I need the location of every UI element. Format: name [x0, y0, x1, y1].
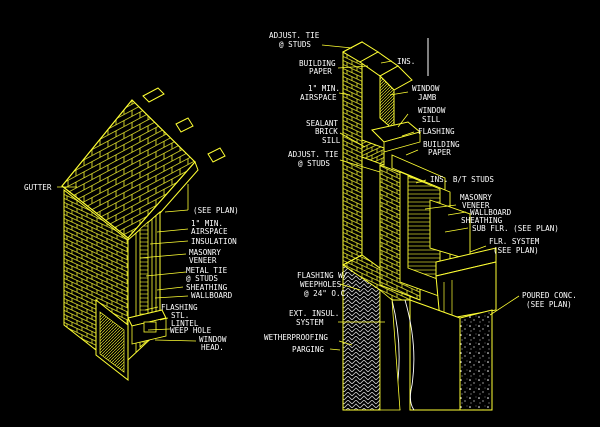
label-airspace-line1: 1" MIN. — [191, 219, 223, 228]
label-adjust-tie-mid-line2: @ STUDS — [298, 159, 330, 168]
label-airspace-right-line2: AIRSPACE — [300, 93, 337, 102]
right-wall-detail — [341, 38, 497, 411]
label-sealant-line3: SILL — [322, 136, 341, 145]
label-flashing-weep-line2: WEEPHOLES — [300, 280, 342, 289]
label-flashing-weep-line1: FLASHING W/ — [297, 271, 347, 280]
left-wall-detail — [61, 87, 226, 382]
label-window-jamb-line2: JAMB — [418, 93, 437, 102]
label-masonry-right-line1: MASONRY — [460, 193, 492, 202]
label-adjust-tie-top-line2: @ STUDS — [279, 40, 311, 49]
label-building-paper-top-line1: BUILDING — [299, 59, 336, 68]
label-flashing-weep-line3: @ 24" O.C. — [304, 289, 350, 298]
label-wallboard-right: WALLBOARD — [470, 208, 512, 217]
label-flr-system-line1: FLR. SYSTEM — [489, 237, 540, 246]
right-leaders — [321, 44, 520, 351]
label-metal-tie-line1: METAL TIE — [186, 266, 228, 275]
label-sheathing-right: SHEATHING — [461, 216, 503, 225]
label-sub-flr: SUB FLR. (SEE PLAN) — [472, 224, 559, 233]
label-weep-hole: WEEP HOLE — [170, 326, 212, 335]
label-flashing: FLASHING — [161, 303, 198, 312]
label-airspace-right-line1: 1" MIN. — [308, 84, 340, 93]
label-sealant-line2: BRICK — [315, 127, 338, 136]
label-sheathing: SHEATHING — [186, 283, 228, 292]
left-leaders — [57, 184, 197, 342]
label-poured-conc-line1: POURED CONC. — [522, 291, 577, 300]
label-metal-tie-line2: @ STUDS — [186, 274, 218, 283]
label-window-sill-line2: SILL — [422, 115, 441, 124]
label-flashing-top: FLASHING — [418, 127, 455, 136]
label-flr-system-line2: (SEE PLAN) — [493, 246, 539, 255]
label-ext-insul-line1: EXT. INSUL. — [289, 309, 339, 318]
roof-purlins — [142, 87, 226, 163]
label-building-paper-mid-line1: BUILDING — [423, 140, 460, 149]
label-sealant-line1: SEALANT — [306, 119, 338, 128]
label-window-sill-line1: WINDOW — [418, 106, 446, 115]
right-labels: ADJUST. TIE @ STUDS BUILDING PAPER INS. … — [264, 31, 577, 354]
right-foundation-wall — [409, 299, 461, 411]
label-wetherproofing: WETHERPROOFING — [264, 333, 328, 342]
label-masonry-line1: MASONRY — [189, 248, 221, 257]
label-wallboard: WALLBOARD — [191, 291, 233, 300]
label-adjust-tie-mid-line1: ADJUST. TIE — [288, 150, 339, 159]
label-masonry-line2: VENEER — [189, 256, 217, 265]
right-masonry-veneer — [342, 41, 363, 266]
label-insulation: INSULATION — [191, 237, 237, 246]
label-building-paper-top-line2: PAPER — [309, 67, 332, 76]
label-lintel-line2: LINTEL — [171, 319, 199, 328]
label-adjust-tie-top-line1: ADJUST. TIE — [269, 31, 320, 40]
label-window-jamb-line1: WINDOW — [412, 84, 440, 93]
label-ext-insul-line2: SYSTEM — [296, 318, 324, 327]
label-ins-top: INS. — [397, 57, 415, 66]
right-brick-sill — [361, 139, 385, 166]
label-gutter: GUTTER — [24, 183, 52, 192]
right-poured-concrete — [459, 309, 493, 411]
label-see-plan: (SEE PLAN) — [193, 206, 239, 215]
label-parging: PARGING — [292, 345, 324, 354]
label-airspace-line2: AIRSPACE — [191, 227, 228, 236]
label-lintel-line1: STL. — [171, 311, 189, 320]
label-poured-conc-line2: (SEE PLAN) — [526, 300, 572, 309]
label-masonry-right-line2: VENEER — [462, 201, 490, 210]
label-window-head-line1: WINDOW — [199, 335, 227, 344]
label-window-head-line2: HEAD. — [201, 343, 224, 352]
left-labels: GUTTER (SEE PLAN) 1" MIN. AIRSPACE INSUL… — [24, 183, 239, 352]
label-building-paper-mid-line2: PAPER — [428, 148, 451, 157]
label-ins-bt-studs: INS. B/T STUDS — [430, 175, 494, 184]
